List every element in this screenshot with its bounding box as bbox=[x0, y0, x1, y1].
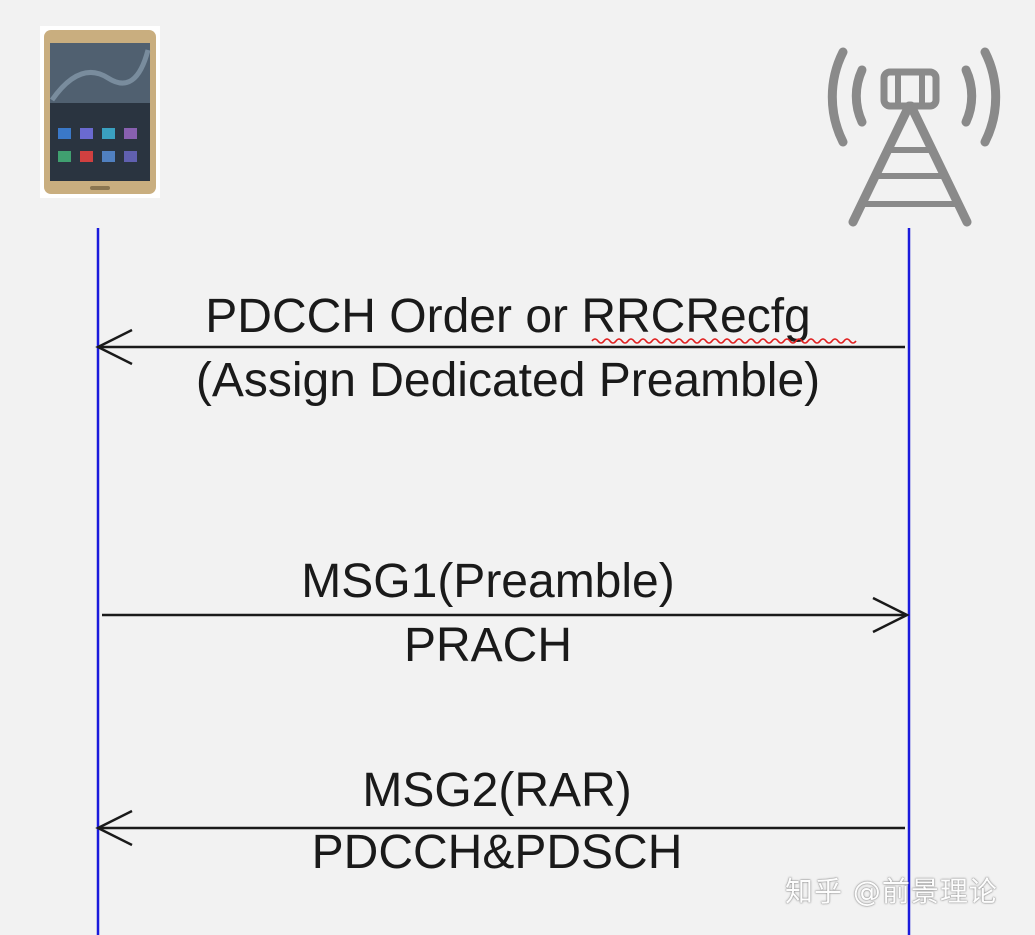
watermark: 知乎 @前景理论 bbox=[785, 875, 998, 908]
message-label-line1: MSG1(Preamble) bbox=[301, 555, 674, 608]
message-msg1-preamble: MSG1(Preamble) PRACH bbox=[102, 555, 910, 672]
message-label-line1: MSG2(RAR) bbox=[362, 764, 631, 817]
message-dedicated-preamble-assignment: PDCCH Order or RRCRecfg (Assign Dedicate… bbox=[95, 290, 905, 407]
message-label-line2: PDCCH&PDSCH bbox=[312, 826, 683, 879]
cell-tower-icon bbox=[827, 47, 1001, 227]
message-label-line1: PDCCH Order or RRCRecfg bbox=[205, 290, 810, 343]
message-msg2-rar: MSG2(RAR) PDCCH&PDSCH bbox=[95, 764, 905, 879]
message-arrowhead bbox=[95, 809, 133, 847]
message-label-line2: PRACH bbox=[404, 619, 572, 672]
spellcheck-underline bbox=[591, 338, 857, 344]
smartphone-icon bbox=[40, 26, 160, 198]
message-arrowhead bbox=[872, 596, 910, 634]
message-label-line2: (Assign Dedicated Preamble) bbox=[196, 354, 820, 407]
message-arrowhead bbox=[95, 328, 133, 366]
